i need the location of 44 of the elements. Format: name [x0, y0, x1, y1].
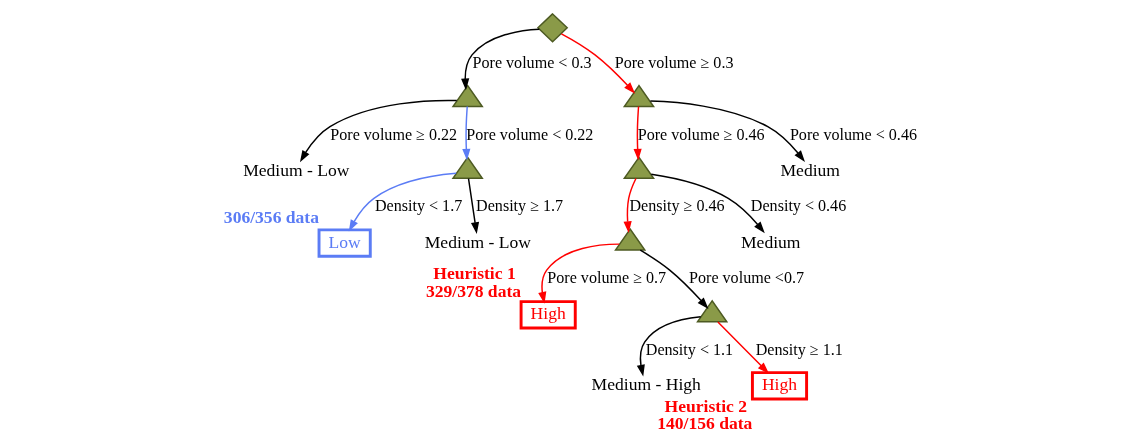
arrow — [467, 177, 479, 234]
node-triangle — [451, 84, 484, 108]
arrow — [460, 28, 540, 91]
edge-label: Pore volume <0.7 — [688, 269, 804, 287]
edge-label: Density ≥ 1.7 — [475, 197, 563, 215]
edge-label: Density < 1.1 — [645, 340, 733, 358]
edge-label: Pore volume < 0.46 — [789, 125, 917, 143]
edge-label: Density < 1.7 — [374, 197, 462, 215]
arrow — [716, 321, 769, 374]
node-label: Heuristic 2 — [664, 395, 747, 416]
edge-label: Density ≥ 1.1 — [755, 340, 843, 358]
arrow — [633, 105, 642, 161]
arrow — [461, 105, 470, 161]
arrow — [623, 177, 637, 233]
node-label: 306/356 data — [223, 207, 319, 228]
node-text: Medium - Low — [424, 231, 531, 252]
arrow — [649, 100, 805, 162]
node-text: Medium — [740, 231, 800, 252]
node-triangle — [451, 156, 484, 179]
arrow — [560, 33, 635, 94]
arrow — [537, 243, 620, 304]
node-box: Low — [317, 228, 372, 258]
node-box: High — [750, 371, 808, 401]
node-box: High — [519, 300, 577, 330]
edge-label: Pore volume < 0.22 — [465, 125, 593, 143]
node-triangle — [622, 156, 655, 179]
node-text: Medium - High — [591, 374, 701, 395]
arrow — [348, 172, 457, 232]
edge-label: Pore volume < 0.3 — [472, 53, 592, 71]
arrow — [650, 173, 765, 234]
node-diamond — [536, 12, 568, 43]
edge-label: Density < 0.46 — [750, 197, 846, 215]
arrow — [299, 99, 457, 163]
node-text: Medium — [780, 159, 840, 180]
arrow — [639, 249, 708, 309]
edge-label: Pore volume ≥ 0.7 — [546, 269, 666, 287]
edge-label: Pore volume ≥ 0.22 — [329, 125, 457, 143]
node-label: 140/156 data — [656, 413, 752, 434]
edge-label: Pore volume ≥ 0.46 — [637, 125, 765, 143]
node-triangle — [613, 227, 646, 251]
node-text: Medium - Low — [242, 159, 350, 180]
arrow — [636, 316, 701, 377]
edge-label: Density ≥ 0.46 — [628, 197, 725, 215]
edge-label: Pore volume ≥ 0.3 — [614, 53, 733, 71]
